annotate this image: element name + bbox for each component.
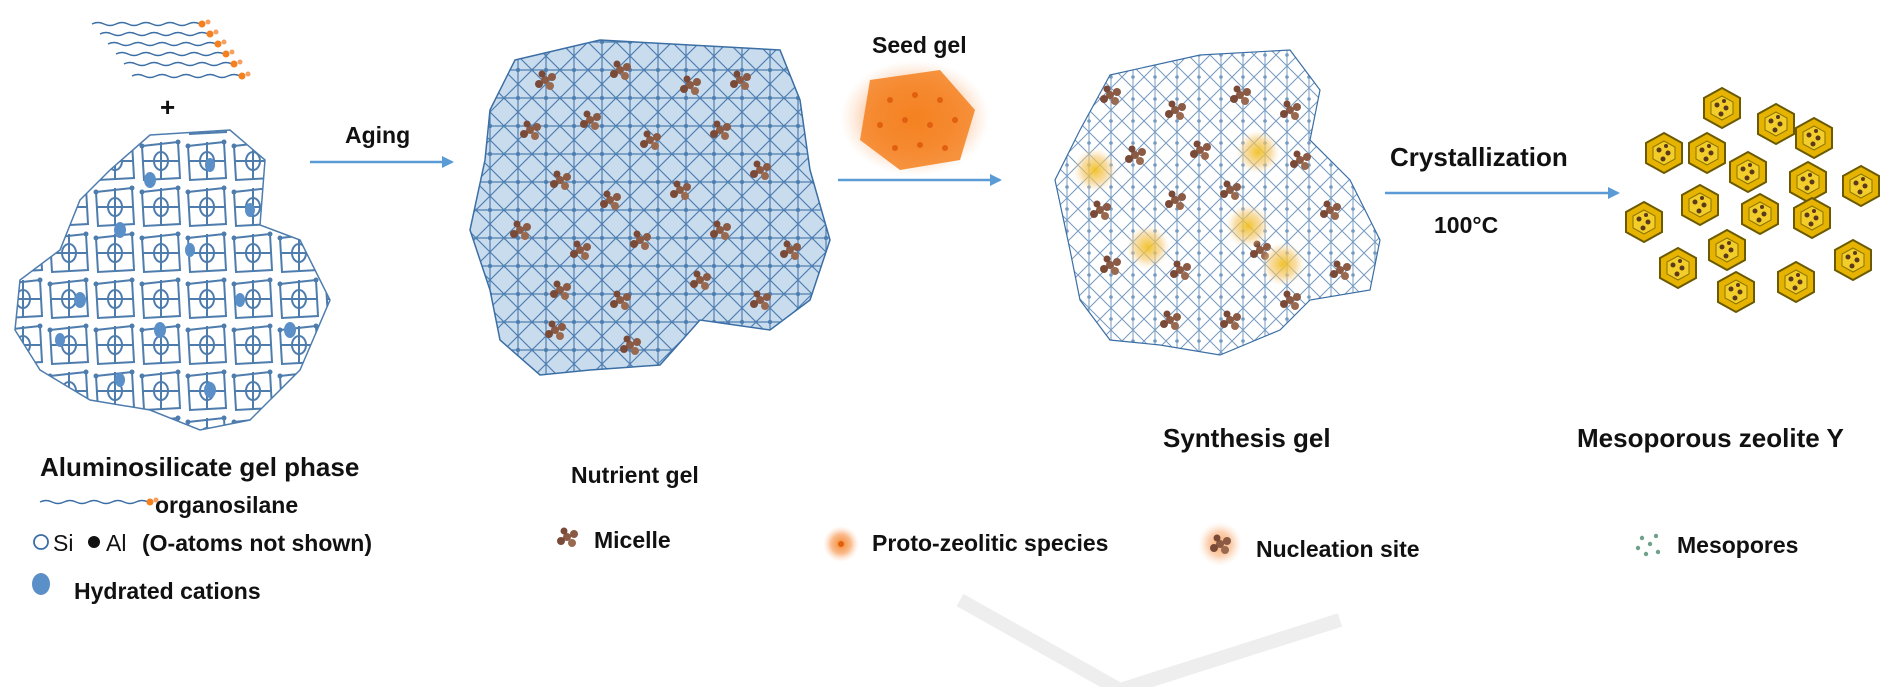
- nucleation-site-legend-icon: [1198, 522, 1242, 566]
- hydrated-cation-legend-icon: [32, 573, 50, 595]
- synthesis-gel-label: Synthesis gel: [1163, 423, 1331, 453]
- watermark-mark: [956, 593, 1343, 687]
- crystallization-label: Crystallization: [1390, 142, 1568, 172]
- micelle-legend-icon: [557, 527, 578, 547]
- nutrient-gel-network: [470, 40, 830, 375]
- aluminosilicate-gel-label: Aluminosilicate gel phase: [40, 452, 360, 482]
- proto-zeolitic-legend-label: Proto-zeolitic species: [872, 530, 1109, 556]
- organosilane-chains: [91, 18, 252, 81]
- temperature-label: 100°C: [1434, 212, 1499, 238]
- si-legend-label: Si: [53, 530, 74, 556]
- al-legend-label: Al: [106, 530, 127, 556]
- zeolite-crystals: [1625, 87, 1880, 313]
- organosilane-legend-label: organosilane: [155, 492, 299, 518]
- hydrated-cations: [55, 158, 296, 398]
- proto-zeolitic-legend-icon: [823, 526, 859, 562]
- zeolite-label: Mesoporous zeolite Y: [1577, 423, 1844, 453]
- seed-gel: [840, 60, 990, 176]
- nutrient-gel-label: Nutrient gel: [571, 462, 699, 488]
- si-legend-icon: [33, 534, 49, 550]
- plus-sign: +: [160, 92, 176, 122]
- seed-gel-label: Seed gel: [872, 32, 967, 58]
- al-legend-icon: [88, 536, 100, 548]
- organosilane-legend-icon: [39, 496, 160, 507]
- nucleation-glows: [1073, 130, 1305, 286]
- micelle-legend-label: Micelle: [594, 527, 671, 553]
- mesopores-legend-label: Mesopores: [1677, 532, 1799, 558]
- o-atoms-note: (O-atoms not shown): [142, 530, 372, 556]
- hydrated-cations-legend-label: Hydrated cations: [74, 578, 261, 604]
- aging-label: Aging: [345, 122, 411, 148]
- nucleation-site-legend-label: Nucleation site: [1256, 536, 1420, 562]
- mesopores-legend-icon: [1635, 533, 1661, 557]
- aluminosilicate-gel-network: [14, 129, 331, 431]
